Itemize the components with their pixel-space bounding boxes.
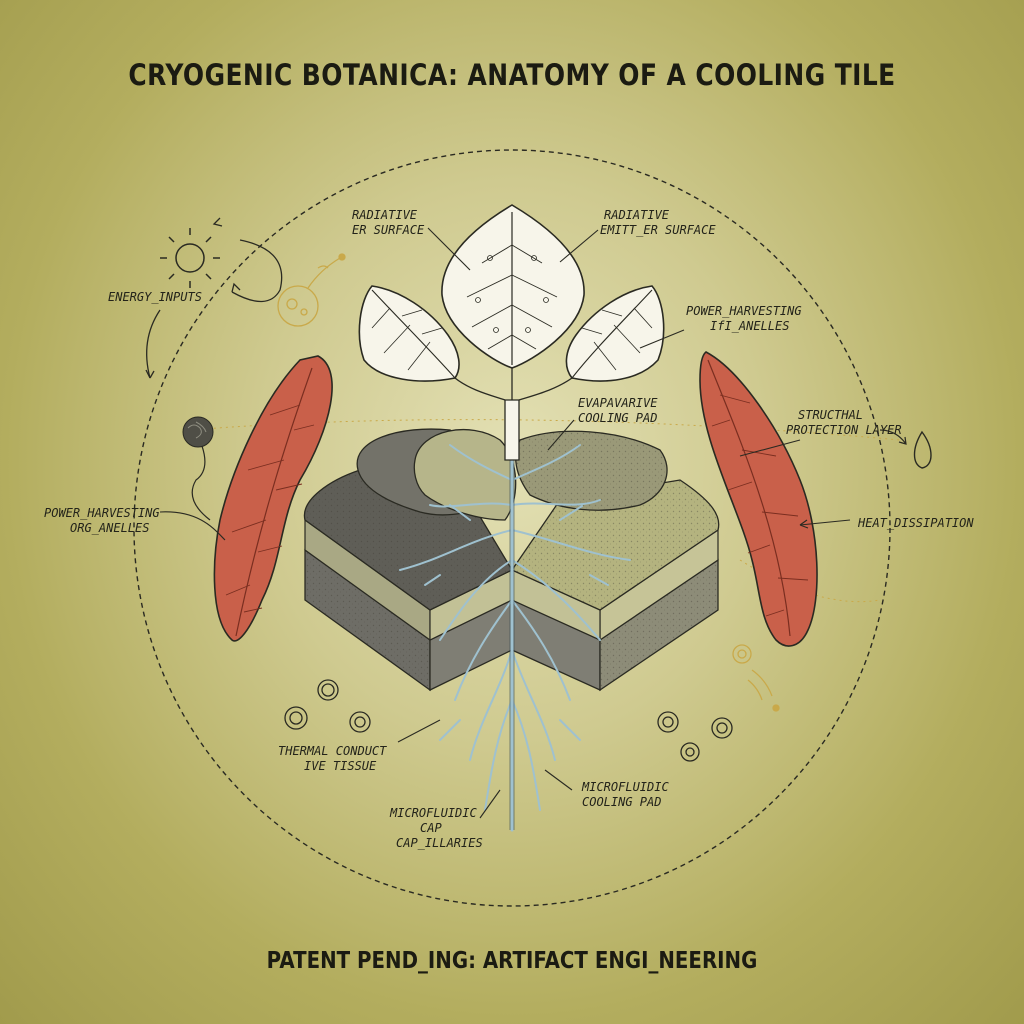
sun-icon xyxy=(160,228,220,288)
orbit-line xyxy=(189,419,901,441)
footer-note: PATENT PEND_ING: ARTIFACT ENGI_NEERING xyxy=(266,948,758,974)
label-evaporative-pad: EVAPAVARIVE COOLING PAD xyxy=(578,396,658,425)
bubbles-left xyxy=(284,679,371,733)
label-radiative-left: RADIATIVE ER SURFACE xyxy=(352,208,425,237)
label-microfluidic-capillaries: MICROFLUIDIC CAP CAP_ILLARIES xyxy=(390,806,483,850)
white-leaf-left xyxy=(358,285,460,382)
right-red-leaf xyxy=(699,351,818,647)
plant-stem xyxy=(504,399,520,461)
capillary-outline xyxy=(509,455,515,830)
label-thermal-tissue: THERMAL CONDUCT IVE TISSUE xyxy=(278,744,387,773)
white-leaf-center xyxy=(441,204,585,369)
label-microfluidic-pad: MICROFLUIDIC COOLING PAD xyxy=(582,780,669,809)
energy-arrows xyxy=(145,217,283,379)
label-structural-layer: STRUCTHAL PROTECTION LAYER xyxy=(786,408,902,437)
capillary-network xyxy=(399,444,631,832)
label-heat-dissipation: HEAT_DISSIPATION xyxy=(858,516,974,530)
bubbles-right xyxy=(657,644,780,762)
left-red-leaf xyxy=(213,355,333,642)
leader-lines xyxy=(159,227,851,819)
water-drop-icon xyxy=(913,430,932,469)
organelle-cell-icon xyxy=(277,253,346,327)
drop-arrow xyxy=(879,429,907,445)
label-radiative-right: RADIATIVE EMITT_ER SURFACE xyxy=(600,208,716,237)
page-title: CRYOGENIC BOTANICA: ANATOMY OF A COOLING… xyxy=(128,58,896,92)
white-leaf-right xyxy=(565,285,665,382)
label-power-harvesting-left: POWER_HARVESTING ORG_ANELLES xyxy=(44,506,160,535)
organelle-sphere-icon xyxy=(182,416,214,521)
label-energy-inputs: ENERGY_INPUTS xyxy=(108,290,202,304)
label-power-harvesting-top: POWER_HARVESTING IfI_ANELLES xyxy=(686,304,802,333)
boundary-circle xyxy=(133,149,891,907)
